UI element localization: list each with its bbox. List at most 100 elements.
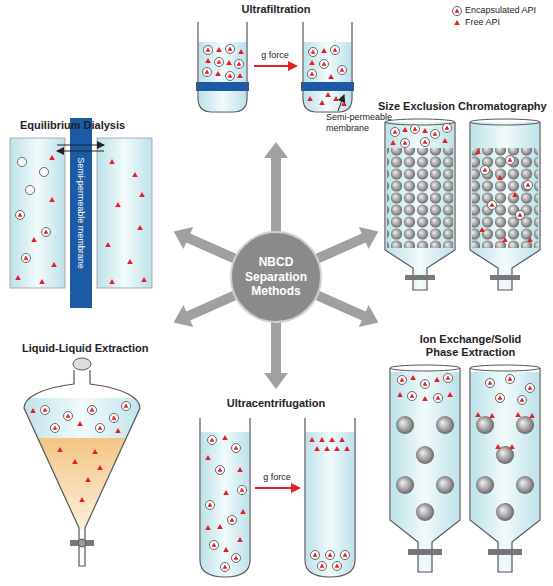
api-particle (397, 374, 535, 450)
extraction-column (390, 368, 460, 572)
api-particle (41, 406, 50, 415)
method-title: Equilibrium Dialysis (20, 119, 125, 132)
dialysis-chamber (10, 118, 152, 308)
api-particle (390, 140, 396, 145)
extraction-column (408, 549, 442, 555)
separatory-funnel (20, 398, 145, 438)
api-particle (237, 537, 243, 542)
api-particle (105, 242, 111, 247)
api-particle (390, 124, 533, 243)
force-arrow (254, 65, 296, 67)
membrane-label: Semi-permeable membrane (76, 157, 87, 269)
method-title: Size Exclusion Chromatography (378, 100, 547, 113)
centrifuge-tube (306, 432, 354, 576)
api-particle (434, 394, 443, 403)
separatory-funnel (24, 370, 140, 566)
resin-bead (436, 416, 454, 434)
api-particle (15, 155, 147, 284)
api-particle (222, 435, 228, 440)
api-particle (321, 48, 327, 53)
api-particle (320, 60, 329, 69)
api-particle (210, 541, 219, 550)
chromatography-column (386, 122, 454, 290)
api-particle (77, 421, 83, 426)
ultrafiltration-tube (199, 42, 246, 111)
api-particle (339, 437, 345, 442)
chromatography-column (470, 122, 540, 290)
api-particle (341, 101, 347, 106)
api-particle (110, 414, 119, 423)
resin-bead (436, 476, 454, 494)
api-particle (205, 435, 350, 572)
api-particle (434, 377, 440, 382)
api-particle (132, 172, 138, 177)
api-particle (85, 477, 91, 482)
api-particle (88, 406, 97, 415)
api-particle (488, 201, 497, 210)
legend-sample (454, 20, 460, 25)
dialysis-chamber (10, 138, 65, 288)
api-particle (479, 227, 485, 232)
chromatography-column (472, 148, 538, 248)
api-particle (527, 237, 533, 242)
api-particle (240, 509, 246, 514)
api-particle (398, 376, 407, 385)
api-particle (497, 175, 503, 180)
api-particle (215, 58, 224, 67)
api-particle (391, 128, 400, 137)
exchange-arrow (57, 151, 104, 152)
api-particle (319, 437, 325, 442)
api-particle (397, 392, 403, 397)
api-particle (314, 446, 320, 451)
ultrafiltration-tube (196, 82, 249, 91)
api-particle (333, 96, 339, 101)
ultrafiltration-tube (304, 42, 351, 111)
ultrafiltration-tube (196, 22, 354, 112)
api-particle (341, 551, 350, 560)
api-particle (324, 446, 330, 451)
chromatography-column (470, 119, 540, 125)
legend-sample (453, 7, 462, 26)
api-particle (223, 490, 229, 495)
method-title: Ion Exchange/Solid Phase Extraction (408, 333, 533, 359)
api-particle (109, 159, 115, 164)
api-particle (203, 68, 212, 77)
api-particle (421, 138, 430, 147)
api-particle (344, 446, 350, 451)
api-particle (115, 202, 121, 207)
api-particle (334, 446, 340, 451)
api-particle (308, 70, 317, 79)
api-particle (217, 524, 223, 529)
resin-bead (396, 476, 414, 494)
extraction-column (390, 365, 540, 572)
api-particle (226, 60, 232, 65)
separatory-funnel (20, 358, 145, 566)
api-particle (309, 60, 315, 65)
api-particle (518, 396, 527, 405)
method-arrow (169, 142, 383, 389)
node-text: NBCD Separation Methods (240, 255, 312, 298)
api-particle (509, 444, 515, 449)
api-particle (205, 525, 211, 530)
api-particle (475, 149, 481, 154)
api-particle (516, 211, 525, 220)
extraction-column (390, 365, 460, 371)
resin-bead (416, 503, 434, 521)
extraction-column (471, 372, 539, 572)
api-particle (64, 412, 73, 421)
legend-text: Free API (465, 17, 500, 28)
api-particle (115, 428, 121, 433)
dialysis-chamber (97, 138, 152, 288)
legend-sample (453, 7, 462, 16)
api-particle (49, 155, 55, 160)
ultrafiltration-tube (303, 22, 352, 112)
separatory-funnel (78, 539, 86, 547)
api-particle (216, 466, 225, 475)
api-particle (223, 547, 229, 552)
method-title: Ultrafiltration (241, 3, 310, 16)
centrifuge-tube (305, 418, 355, 577)
api-particle (506, 375, 515, 384)
api-particle (238, 486, 247, 495)
api-particle (401, 139, 410, 148)
api-particle (506, 156, 515, 165)
